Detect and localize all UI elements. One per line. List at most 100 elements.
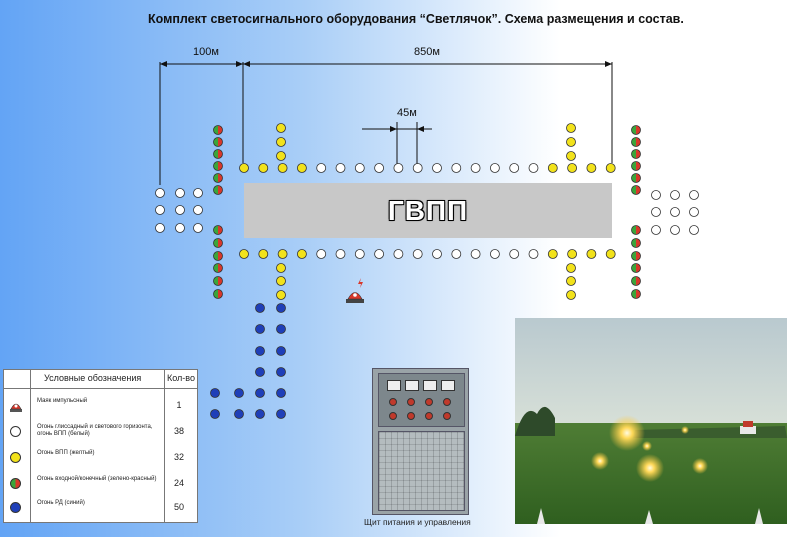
arrow-icon <box>605 61 612 67</box>
green-red-light <box>631 263 641 273</box>
white-light <box>651 207 661 217</box>
yellow-light <box>567 163 577 173</box>
white-light <box>451 249 462 259</box>
green-red-light <box>631 251 641 261</box>
white-light <box>155 223 165 233</box>
white-light <box>489 163 500 173</box>
green-red-light <box>631 161 641 171</box>
green-red-light <box>631 137 641 147</box>
blue-light <box>255 324 265 334</box>
arrow-icon <box>160 61 167 67</box>
yellow-light <box>276 123 286 133</box>
white-light <box>509 249 520 259</box>
yellow-light <box>258 249 269 259</box>
yellow-light <box>276 263 286 273</box>
white-light <box>412 249 423 259</box>
indicator-icon <box>443 412 451 420</box>
yellow-light <box>296 163 307 173</box>
blue-light <box>255 367 265 377</box>
blue-light-icon <box>10 502 21 513</box>
white-light <box>155 188 165 198</box>
green-red-light <box>213 149 223 159</box>
white-light <box>470 249 481 259</box>
white-light <box>193 205 203 215</box>
yellow-light <box>258 163 269 173</box>
legend-label: Огонь РД (синий) <box>37 500 85 506</box>
yellow-light <box>566 137 576 147</box>
arrow-icon <box>390 126 397 132</box>
white-light <box>432 163 442 173</box>
white-light <box>354 163 365 173</box>
legend-header: Условные обозначения Кол-во <box>4 370 197 389</box>
yellow-light <box>567 249 577 259</box>
white-light <box>374 249 385 259</box>
blue-light <box>276 409 286 419</box>
yellow-light <box>277 249 288 259</box>
green-red-light <box>213 185 223 195</box>
gauge-icon <box>423 380 437 391</box>
arrow-icon <box>236 61 243 67</box>
blue-light <box>276 367 286 377</box>
gauge-icon <box>387 380 401 391</box>
white-light <box>316 249 327 259</box>
beacon-icon <box>346 278 364 303</box>
yellow-light <box>566 276 576 286</box>
legend-count: 24 <box>173 478 184 488</box>
blue-light <box>255 303 265 313</box>
legend-label: Огонь входной/конечный (зелено-красный) <box>37 476 157 482</box>
green-red-light <box>631 225 641 235</box>
indicator-icon <box>425 412 433 420</box>
cabinet-lower-panel <box>378 431 465 511</box>
white-light <box>528 163 539 173</box>
power-control-cabinet <box>372 368 469 515</box>
indicator-icon <box>407 412 415 420</box>
blue-light <box>234 409 244 419</box>
white-light <box>470 163 481 173</box>
white-light <box>651 225 661 235</box>
green-red-light <box>213 225 223 235</box>
white-light <box>489 249 500 259</box>
white-light <box>670 225 680 235</box>
diagram-title: Комплект светосигнального оборудования “… <box>148 12 684 26</box>
white-light <box>335 163 346 173</box>
yellow-light <box>566 151 576 161</box>
yellow-light-icon <box>10 452 21 463</box>
green-red-light <box>213 238 223 248</box>
white-light <box>335 249 346 259</box>
blue-light <box>276 324 286 334</box>
legend: Условные обозначения Кол-во Маяк импульс… <box>3 369 198 523</box>
yellow-light <box>566 290 576 300</box>
yellow-light <box>586 163 597 173</box>
white-light <box>689 190 699 200</box>
white-light <box>175 205 185 215</box>
yellow-light <box>566 263 576 273</box>
white-light <box>316 163 327 173</box>
white-light <box>175 223 185 233</box>
indicator-icon <box>407 398 415 406</box>
white-light <box>393 249 404 259</box>
runway: ГВПП <box>244 183 612 238</box>
white-light <box>670 190 680 200</box>
airfield-photo-image <box>515 318 787 524</box>
legend-label: Огонь ВПП (желтый) <box>37 450 95 456</box>
green-red-light <box>213 125 223 135</box>
yellow-light <box>566 123 576 133</box>
blue-light <box>276 303 286 313</box>
white-light <box>689 225 699 235</box>
blue-light <box>276 346 286 356</box>
green-red-light <box>213 276 223 286</box>
blue-light <box>210 409 220 419</box>
white-light <box>175 188 185 198</box>
yellow-light <box>276 137 286 147</box>
green-red-light <box>213 263 223 273</box>
green-red-light <box>631 238 641 248</box>
gauge-icon <box>441 380 455 391</box>
green-red-light-icon <box>10 478 21 489</box>
arrow-icon <box>243 61 250 67</box>
yellow-light <box>276 290 286 300</box>
white-light-icon <box>10 426 21 437</box>
legend-label: Огонь глиссадный и светового горизонта, … <box>37 424 153 437</box>
legend-row: Огонь ВПП (желтый) 32 <box>4 446 197 472</box>
legend-row: Огонь глиссадный и светового горизонта, … <box>4 420 197 446</box>
